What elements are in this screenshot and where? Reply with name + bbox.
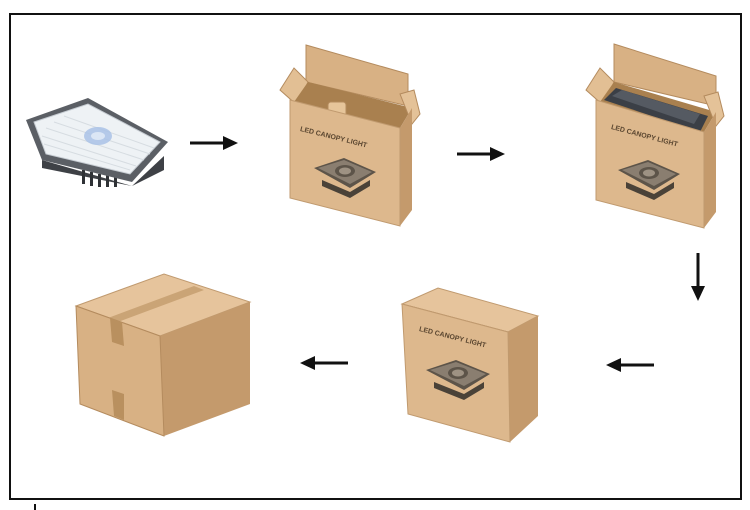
shipping-carton-icon [74,272,254,438]
arrow-right-icon [456,145,506,163]
arrow-right-1 [189,134,239,152]
step-open-box-with-light: LED CANOPY LIGHT [582,40,726,230]
arrow-right-icon [189,134,239,152]
step-closed-retail-box: LED CANOPY LIGHT [398,286,544,446]
frame-tick-mark [34,504,36,510]
step-shipping-carton [74,272,254,438]
step-led-canopy-light [24,98,170,188]
arrow-left-2 [299,354,349,372]
arrow-left-1 [605,356,655,374]
step-open-retail-box: LED CANOPY LIGHT [274,42,422,228]
arrow-down [689,252,707,302]
led-canopy-light-icon [24,98,170,188]
open-box-icon [274,42,422,228]
closed-box-icon [398,286,544,446]
arrow-left-icon [605,356,655,374]
arrow-left-icon [299,354,349,372]
arrow-down-icon [689,252,707,302]
arrow-right-2 [456,145,506,163]
